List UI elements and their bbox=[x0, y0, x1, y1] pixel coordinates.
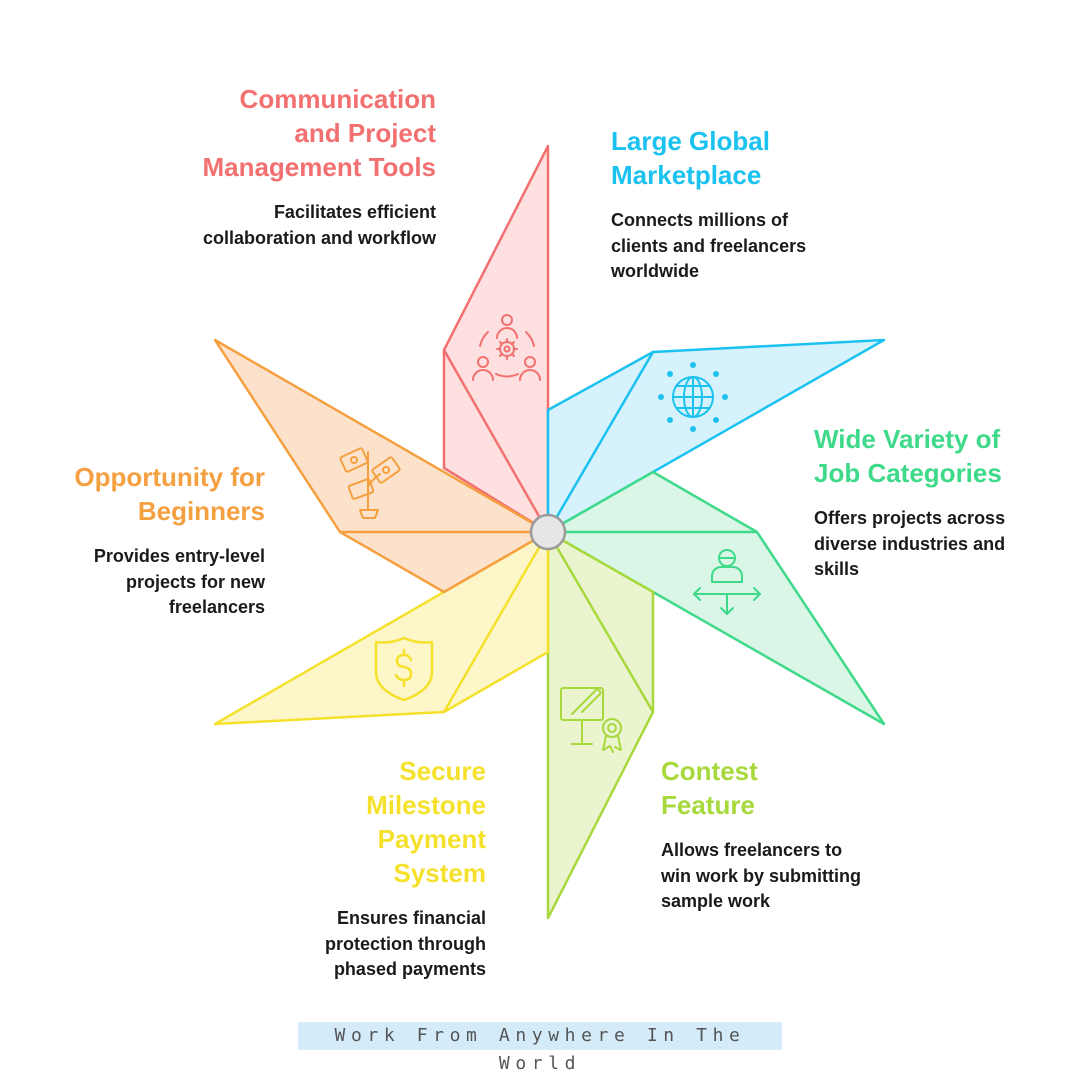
label-job-categories: Wide Variety of Job Categories Offers pr… bbox=[814, 422, 1034, 583]
contest-title: Contest Feature bbox=[661, 756, 758, 820]
beginners-title: Opportunity for Beginners bbox=[74, 462, 265, 526]
dollar-shield-icon bbox=[374, 636, 434, 702]
person-arrows-icon bbox=[693, 549, 761, 615]
design-award-icon bbox=[560, 687, 622, 753]
label-marketplace: Large Global Marketplace Connects millio… bbox=[611, 124, 821, 285]
globe-icon bbox=[658, 362, 728, 432]
communication-description: Facilitates efficient collaboration and … bbox=[202, 202, 436, 248]
footer-banner: Work From Anywhere In The World bbox=[298, 1022, 782, 1074]
job-categories-title: Wide Variety of Job Categories bbox=[814, 424, 1002, 488]
blade-beginners bbox=[213, 338, 550, 594]
blade-contest bbox=[546, 530, 655, 920]
center-hub bbox=[529, 513, 567, 551]
marketplace-description: Connects millions of clients and freelan… bbox=[611, 210, 807, 281]
beginners-description: Provides entry-level projects for new fr… bbox=[93, 546, 265, 617]
job-categories-description: Offers projects across diverse industrie… bbox=[814, 508, 1006, 579]
communication-title: Communication and Project Management Too… bbox=[202, 84, 436, 182]
label-communication: Communication and Project Management Too… bbox=[196, 82, 436, 251]
label-milestone: Secure Milestone Payment System Ensures … bbox=[286, 754, 486, 983]
label-beginners: Opportunity for Beginners Provides entry… bbox=[40, 460, 265, 621]
milestone-title: Secure Milestone Payment System bbox=[366, 756, 486, 888]
team-gear-icon bbox=[472, 314, 541, 381]
money-plant-icon bbox=[339, 447, 401, 519]
blade-job-categories bbox=[546, 470, 886, 726]
contest-description: Allows freelancers to win work by submit… bbox=[661, 840, 862, 911]
label-contest: Contest Feature Allows freelancers to wi… bbox=[661, 754, 861, 915]
marketplace-title: Large Global Marketplace bbox=[611, 126, 770, 190]
blade-communication bbox=[442, 144, 550, 534]
milestone-description: Ensures financial protection through pha… bbox=[325, 908, 486, 979]
